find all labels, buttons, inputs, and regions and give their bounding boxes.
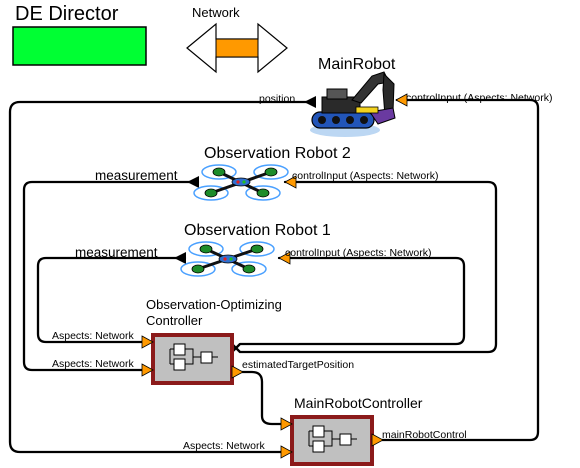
wire-position	[8, 100, 314, 454]
director-block[interactable]	[12, 26, 147, 66]
optimizing-controller-input-b-label: Aspects: Network	[52, 358, 134, 370]
port-main-controller-output	[371, 433, 384, 447]
wire-measurement-1	[36, 256, 187, 344]
main-robot-input-label: controlInput (Aspects: Network)	[406, 92, 553, 104]
main-robot-icon[interactable]	[310, 71, 396, 137]
optimizing-controller-name-line1: Observation-Optimizing	[146, 297, 282, 312]
wire-control-1	[230, 256, 466, 354]
observation-robot-2-name: Observation Robot 2	[204, 145, 351, 162]
port-main-controller-input-2	[280, 417, 293, 431]
main-robot-name: MainRobot	[318, 56, 396, 73]
observation-robot-1-input-label: controlInput (Aspects: Network)	[285, 247, 432, 259]
port-controller-output	[231, 365, 244, 379]
wire-main-robot-control	[378, 98, 540, 442]
network-arrow-icon[interactable]	[186, 22, 288, 74]
observation-robot-2-input-label: controlInput (Aspects: Network)	[292, 170, 439, 182]
port-robot2-input	[284, 175, 297, 189]
optimizing-controller-actor[interactable]	[151, 333, 234, 385]
port-robot1-input	[278, 251, 291, 265]
port-controller-input-a	[141, 335, 154, 349]
observation-robot-2-output-label: measurement	[95, 168, 178, 183]
optimizing-controller-name-line2: Controller	[146, 313, 203, 328]
wire-estimated-target	[230, 370, 285, 426]
main-robot-controller-actor[interactable]	[290, 415, 374, 466]
observation-robot-1-output-label: measurement	[75, 245, 158, 260]
main-robot-controller-output-label: mainRobotControl	[382, 429, 467, 441]
observation-robot-2-icon[interactable]	[193, 164, 289, 201]
port-controller-input-b	[141, 363, 154, 377]
observation-robot-1-name: Observation Robot 1	[184, 222, 331, 239]
arrowhead-measurement-2	[187, 176, 199, 188]
port-main-robot-input	[395, 93, 408, 107]
arrowhead-position	[304, 96, 316, 108]
director-label: DE Director	[15, 3, 119, 25]
network-label: Network	[192, 5, 240, 20]
arrowhead-measurement-1	[174, 252, 186, 264]
main-robot-controller-name: MainRobotController	[294, 395, 423, 411]
port-main-controller-input	[280, 445, 293, 459]
main-robot-controller-input-label: Aspects: Network	[183, 440, 265, 452]
main-robot-output-label: position	[259, 93, 296, 105]
observation-robot-1-icon[interactable]	[180, 241, 275, 277]
wire-measurement-2	[22, 180, 200, 372]
optimizing-controller-output-label: estimatedTargetPosition	[242, 359, 355, 371]
optimizing-controller-input-a-label: Aspects: Network	[52, 330, 134, 342]
wire-control-2	[230, 180, 498, 354]
